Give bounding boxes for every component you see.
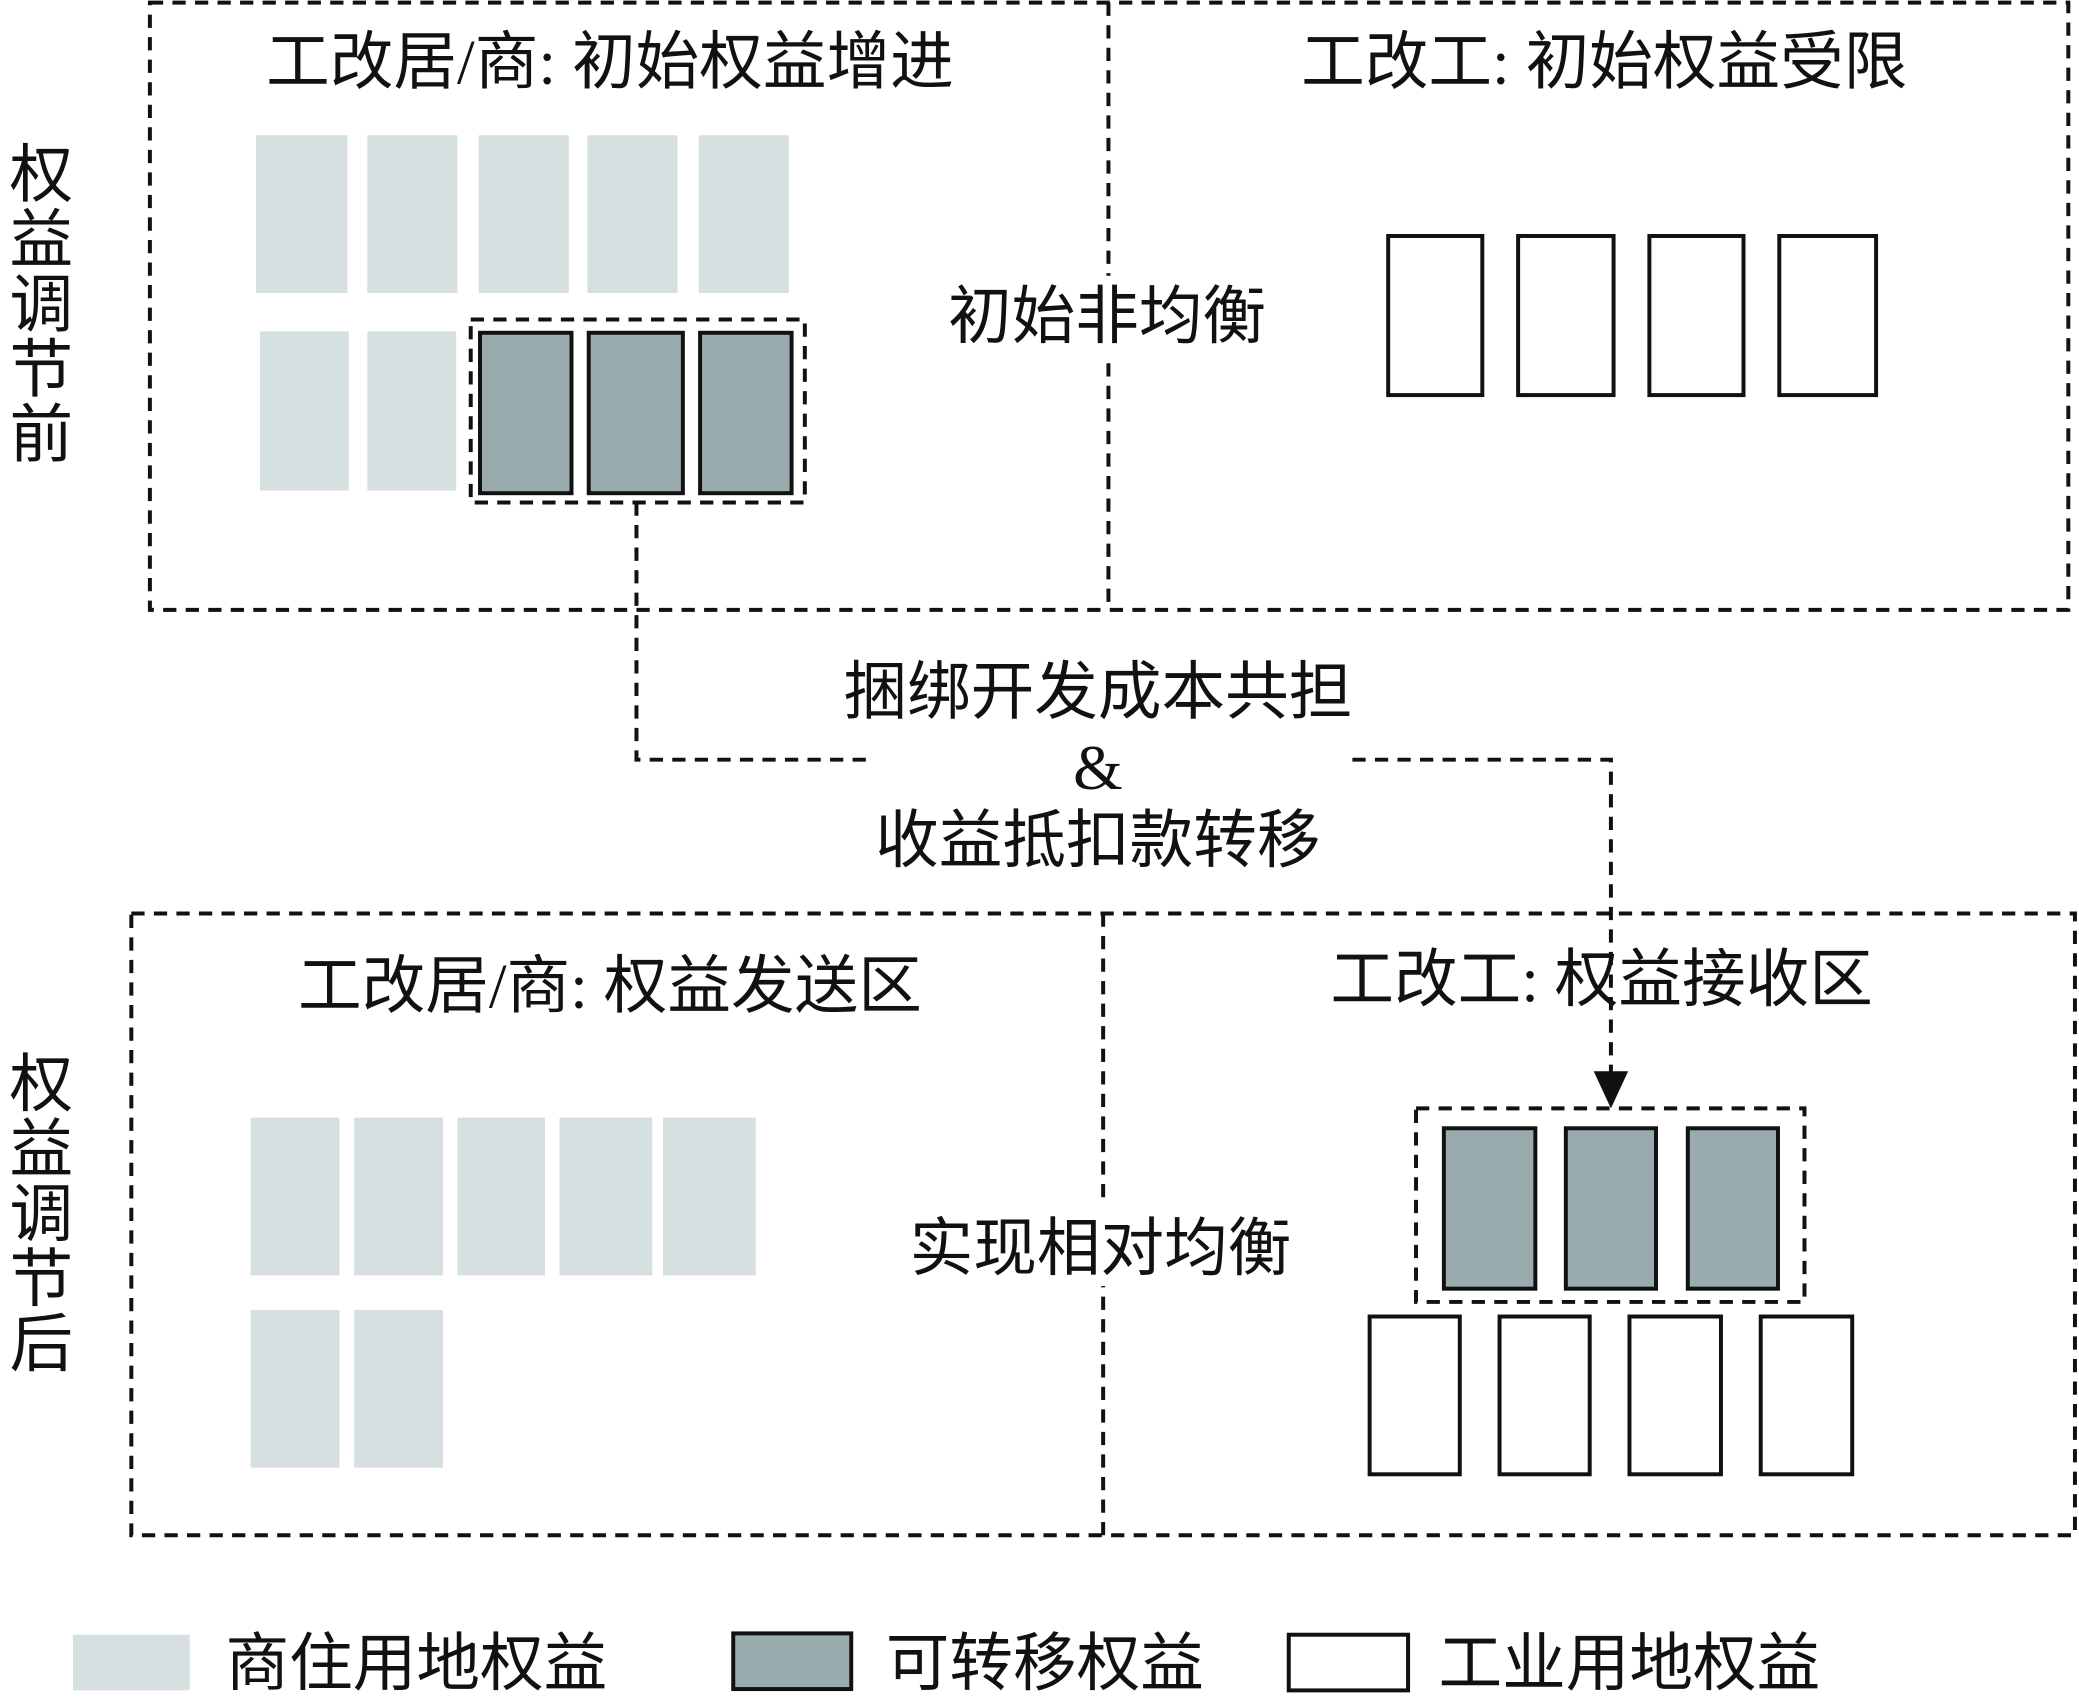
industrial-block xyxy=(1367,1314,1462,1477)
after-industrial-blocks xyxy=(1367,1314,1855,1477)
industrial-block xyxy=(1758,1314,1855,1477)
legend-swatch-transferable xyxy=(731,1631,854,1692)
transfer-arrowhead xyxy=(1593,1071,1629,1109)
legend-item-industrial: 工业用地权益 xyxy=(1286,1628,1821,1699)
after-center-label: 实现相对均衡 xyxy=(910,1213,1292,1284)
transferable-block xyxy=(1441,1126,1538,1291)
commercial-block xyxy=(259,331,349,491)
commercial-block xyxy=(457,1117,545,1276)
industrial-block xyxy=(1627,1314,1723,1477)
connector-line-2: & xyxy=(1073,732,1123,803)
legend-item-commercial: 商住用地权益 xyxy=(72,1628,607,1699)
transferable-block xyxy=(1563,1126,1658,1291)
legend: 商住用地权益 可转移权益 工业用地权益 xyxy=(72,1628,1821,1699)
commercial-block xyxy=(250,1117,340,1276)
commercial-block xyxy=(662,1117,756,1276)
before-industrial-blocks xyxy=(1386,234,1879,398)
commercial-block xyxy=(354,1309,443,1468)
commercial-block xyxy=(559,1117,653,1276)
after-transferable-blocks xyxy=(1441,1126,1780,1291)
connector-line-3: 收益抵扣款转移 xyxy=(875,805,1320,876)
commercial-block xyxy=(698,135,789,294)
commercial-block xyxy=(478,135,569,294)
commercial-block xyxy=(255,135,348,294)
legend-swatch-commercial xyxy=(72,1634,190,1691)
commercial-block xyxy=(367,331,457,491)
before-adjustment-frame xyxy=(147,0,2071,612)
legend-label-transferable: 可转移权益 xyxy=(886,1628,1204,1699)
connector-line-1: 捆绑开发成本共担 xyxy=(843,656,1352,727)
transferable-block xyxy=(586,330,685,496)
before-center-label: 初始非均衡 xyxy=(948,281,1266,352)
after-side-label: 权益调节后 xyxy=(0,1050,72,1375)
after-transferable-group-frame xyxy=(1414,1106,1807,1304)
commercial-block xyxy=(250,1309,340,1468)
transferable-block xyxy=(698,330,794,496)
industrial-block xyxy=(1516,234,1616,398)
commercial-block xyxy=(354,1117,443,1276)
commercial-block xyxy=(367,135,458,294)
industrial-block xyxy=(1386,234,1485,398)
legend-swatch-industrial xyxy=(1286,1632,1411,1693)
before-side-label: 权益调节前 xyxy=(0,141,72,466)
after-center-label-background xyxy=(894,1206,1309,1287)
before-center-label-background xyxy=(933,275,1281,356)
legend-label-industrial: 工业用地权益 xyxy=(1439,1628,1821,1699)
after-right-title: 工改工: 权益接收区 xyxy=(1330,944,1873,1015)
before-commercial-blocks xyxy=(255,135,789,491)
transferable-block xyxy=(478,330,574,496)
industrial-block xyxy=(1777,234,1879,398)
after-commercial-blocks xyxy=(250,1117,756,1468)
after-left-title: 工改居/商: 权益发送区 xyxy=(298,951,922,1022)
industrial-block xyxy=(1497,1314,1592,1477)
before-transferable-blocks xyxy=(478,330,794,496)
industrial-block xyxy=(1647,234,1746,398)
transfer-connector-right xyxy=(1352,757,1613,1074)
legend-label-commercial: 商住用地权益 xyxy=(225,1628,607,1699)
commercial-block xyxy=(587,135,678,294)
transferable-block xyxy=(1685,1126,1780,1291)
before-left-title: 工改居/商: 初始权益增进 xyxy=(266,27,954,98)
transfer-connector-left xyxy=(634,502,869,762)
before-right-title: 工改工: 初始权益受限 xyxy=(1301,27,1907,98)
legend-item-transferable: 可转移权益 xyxy=(731,1628,1204,1699)
